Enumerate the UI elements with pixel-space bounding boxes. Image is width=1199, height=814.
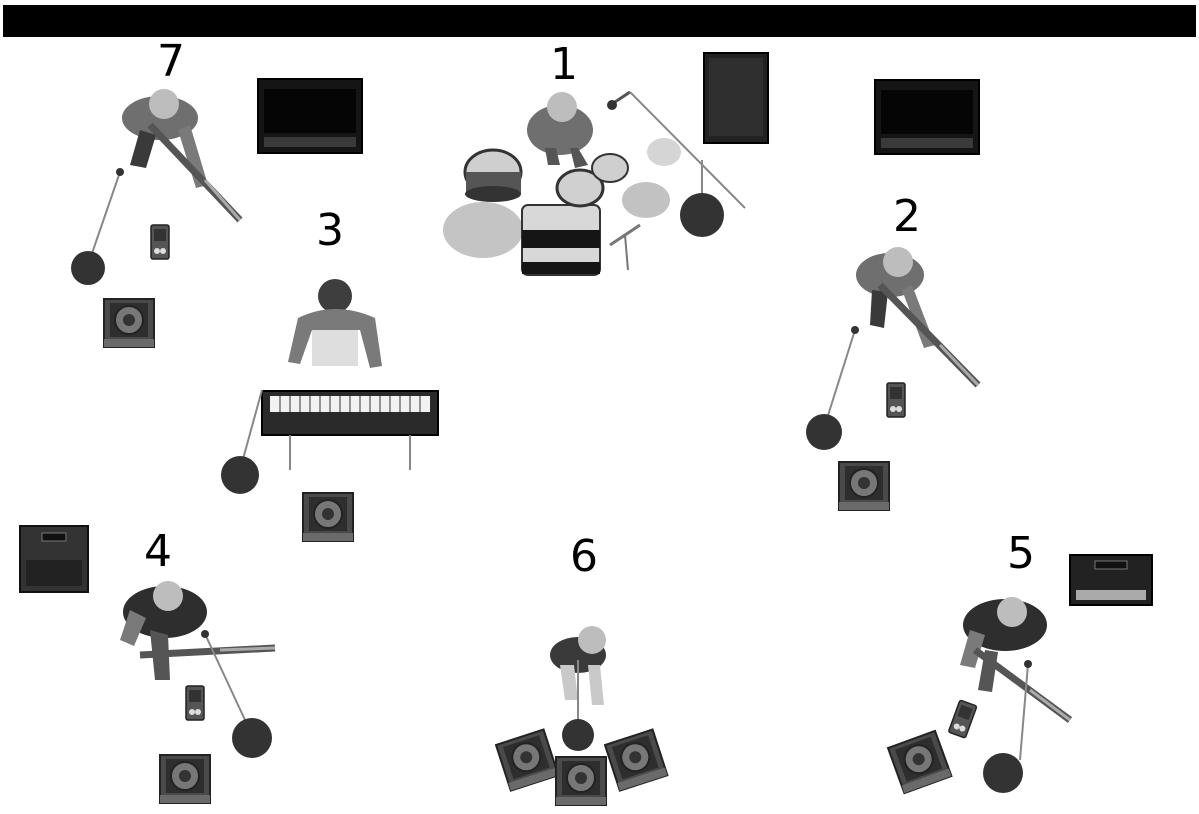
- performer-7: [71, 78, 363, 348]
- position-number-5: 5: [1007, 528, 1035, 579]
- combo-amp-5: [1069, 554, 1153, 606]
- microphone-2: [806, 326, 859, 450]
- position-number-4: 4: [144, 526, 172, 577]
- effects-pedal-7: [150, 224, 170, 260]
- person-3: [288, 279, 382, 368]
- top-black-bar: [3, 5, 1196, 37]
- position-number-1: 1: [550, 39, 578, 90]
- performer-3: [221, 279, 439, 542]
- guitar-amp-7: [257, 78, 363, 154]
- person-6: [550, 626, 606, 705]
- combo-amp-4: [19, 525, 89, 593]
- drummer-person: [527, 92, 593, 168]
- bass-amp-1: [703, 52, 769, 144]
- microphone-4: [201, 630, 272, 758]
- microphone-3: [221, 389, 263, 494]
- position-number-2: 2: [893, 191, 921, 242]
- effects-pedal-2: [886, 382, 906, 418]
- guitar-amp-2: [874, 79, 980, 155]
- floor-monitor-5: [887, 729, 953, 795]
- microphone-5: [983, 660, 1032, 793]
- floor-monitor-6b: [555, 756, 607, 806]
- person-2: [856, 247, 981, 388]
- floor-monitor-6a: [495, 728, 560, 792]
- position-number-6: 6: [570, 531, 598, 582]
- floor-monitor-4: [159, 754, 211, 804]
- keyboard-3: [261, 390, 439, 470]
- performer-6: [495, 626, 669, 806]
- performer-4: [19, 525, 276, 804]
- drum-kit: [443, 138, 681, 276]
- performer-2: [806, 247, 981, 511]
- performer-1: [443, 52, 769, 276]
- floor-monitor-6c: [604, 728, 669, 792]
- person-7: [122, 89, 243, 223]
- performer-5: [887, 554, 1153, 795]
- person-4: [120, 581, 276, 680]
- boom-microphone-1: [607, 90, 746, 237]
- microphone-7: [71, 168, 124, 285]
- floor-monitor-2: [838, 461, 890, 511]
- effects-pedal-4: [185, 685, 205, 721]
- position-number-3: 3: [316, 205, 344, 256]
- person-5: [960, 597, 1073, 723]
- floor-monitor-3: [302, 492, 354, 542]
- floor-monitor-7: [103, 298, 155, 348]
- effects-pedal-5: [947, 699, 978, 739]
- position-number-7: 7: [157, 36, 185, 87]
- microphone-6: [562, 660, 594, 751]
